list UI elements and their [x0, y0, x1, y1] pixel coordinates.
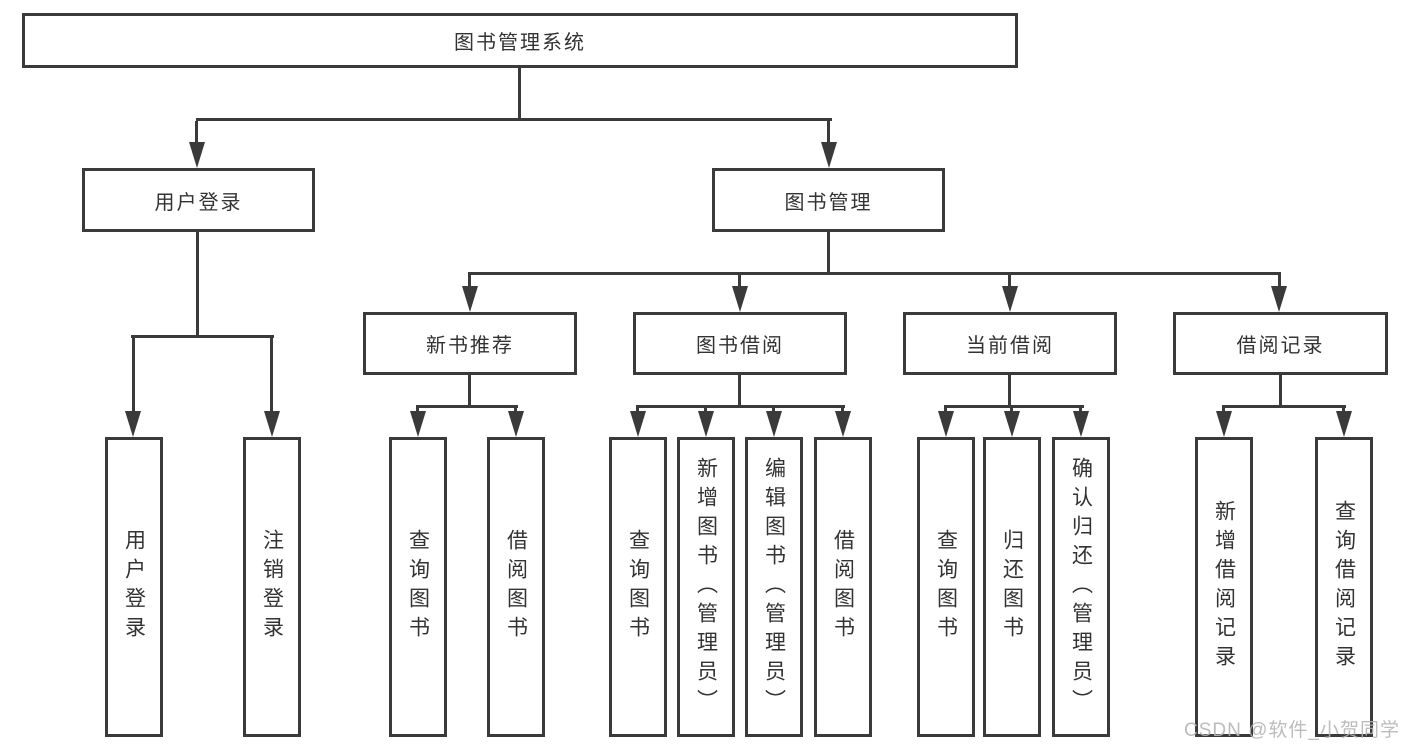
- leaf-add-books-admin: 新增图书（管理员）: [677, 437, 735, 737]
- connector-line: [1010, 405, 1013, 414]
- connector-line: [1079, 405, 1082, 414]
- connector-line: [738, 375, 741, 405]
- node-label: 确认归还（管理员）: [1069, 456, 1093, 718]
- node-label: 当前借阅: [966, 335, 1054, 357]
- node-label: 图书管理: [784, 191, 873, 214]
- leaf-return-books: 归还图书: [983, 437, 1041, 737]
- connector-arrow: [630, 411, 646, 437]
- node-label: 查询图书: [406, 529, 430, 645]
- connector-arrow: [1271, 286, 1287, 312]
- connector-line: [468, 275, 471, 288]
- connector-line: [196, 232, 199, 335]
- node-label: 注销登录: [260, 529, 284, 645]
- leaf-user-login: 用户登录: [105, 437, 163, 737]
- node-label: 图书借阅: [696, 335, 784, 357]
- leaf-edit-books-admin: 编辑图书（管理员）: [745, 437, 803, 737]
- connector-arrow: [508, 411, 524, 437]
- connector-arrow: [821, 142, 837, 168]
- node-label: 归还图书: [1000, 529, 1024, 645]
- node-current-borrow: 当前借阅: [903, 312, 1117, 375]
- connector-arrow: [189, 142, 205, 168]
- connector-arrow: [1336, 411, 1352, 437]
- csdn-watermark: CSDN @软件_小贺同学: [1184, 720, 1400, 741]
- connector-arrow: [835, 411, 851, 437]
- connector-line: [841, 405, 844, 414]
- connector-line: [827, 232, 830, 272]
- connector-line: [1279, 375, 1282, 405]
- node-label: 图书管理系统: [454, 32, 586, 54]
- connector-line: [132, 338, 135, 413]
- connector-arrow: [938, 411, 954, 437]
- connector-arrow: [462, 286, 478, 312]
- connector-line: [468, 375, 471, 405]
- connector-line: [1342, 405, 1345, 414]
- leaf-query-books-recommend: 查询图书: [389, 437, 447, 737]
- connector-line: [1008, 375, 1011, 405]
- node-label: 借阅图书: [504, 529, 528, 645]
- connector-arrow: [732, 286, 748, 312]
- connector-line: [416, 405, 419, 414]
- connector-line: [636, 405, 845, 408]
- node-book-management: 图书管理: [712, 168, 945, 232]
- connector-line: [416, 405, 518, 408]
- node-book-borrow: 图书借阅: [633, 312, 847, 375]
- connector-arrow: [766, 411, 782, 437]
- connector-line: [468, 272, 1281, 275]
- connector-arrow: [1002, 286, 1018, 312]
- node-label: 新书推荐: [426, 335, 514, 357]
- connector-arrow: [410, 411, 426, 437]
- connector-line: [1278, 275, 1281, 288]
- connector-line: [518, 68, 521, 118]
- connector-arrow: [1004, 411, 1020, 437]
- connector-line: [738, 275, 741, 288]
- connector-line: [270, 338, 273, 413]
- leaf-borrow-books: 借阅图书: [814, 437, 872, 737]
- node-label: 用户登录: [122, 529, 146, 645]
- leaf-query-books-borrow: 查询图书: [609, 437, 667, 737]
- connector-line: [704, 405, 707, 414]
- node-label: 查询借阅记录: [1332, 500, 1356, 674]
- connector-line: [514, 405, 517, 414]
- node-label: 借阅图书: [831, 529, 855, 645]
- node-label: 编辑图书（管理员）: [762, 456, 786, 718]
- node-label: 新增图书（管理员）: [694, 456, 718, 718]
- connector-line: [195, 121, 198, 144]
- node-new-book-recommend: 新书推荐: [363, 312, 577, 375]
- node-label: 查询图书: [934, 529, 958, 645]
- leaf-logout: 注销登录: [243, 437, 301, 737]
- leaf-add-borrow-record: 新增借阅记录: [1195, 437, 1253, 737]
- connector-line: [196, 118, 832, 121]
- connector-line: [944, 405, 1084, 408]
- connector-line: [1008, 275, 1011, 288]
- node-label: 借阅记录: [1236, 335, 1325, 357]
- connector-line: [944, 405, 947, 414]
- node-borrow-records: 借阅记录: [1173, 312, 1388, 375]
- leaf-borrow-books-recommend: 借阅图书: [487, 437, 545, 737]
- leaf-query-borrow-record: 查询借阅记录: [1315, 437, 1373, 737]
- connector-arrow: [698, 411, 714, 437]
- connector-line: [772, 405, 775, 414]
- node-label: 查询图书: [626, 529, 650, 645]
- node-root-library-system: 图书管理系统: [22, 13, 1018, 68]
- connector-line: [636, 405, 639, 414]
- connector-line: [827, 121, 830, 144]
- connector-arrow: [264, 411, 280, 437]
- connector-line: [1222, 405, 1346, 408]
- connector-arrow: [1073, 411, 1089, 437]
- connector-arrow: [1216, 411, 1232, 437]
- node-label: 新增借阅记录: [1212, 500, 1236, 674]
- connector-line: [131, 335, 274, 338]
- connector-arrow: [125, 411, 141, 437]
- node-user-login: 用户登录: [82, 168, 315, 232]
- leaf-confirm-return-admin: 确认归还（管理员）: [1052, 437, 1110, 737]
- node-label: 用户登录: [154, 191, 243, 214]
- connector-line: [1222, 405, 1225, 414]
- leaf-query-books-current: 查询图书: [917, 437, 975, 737]
